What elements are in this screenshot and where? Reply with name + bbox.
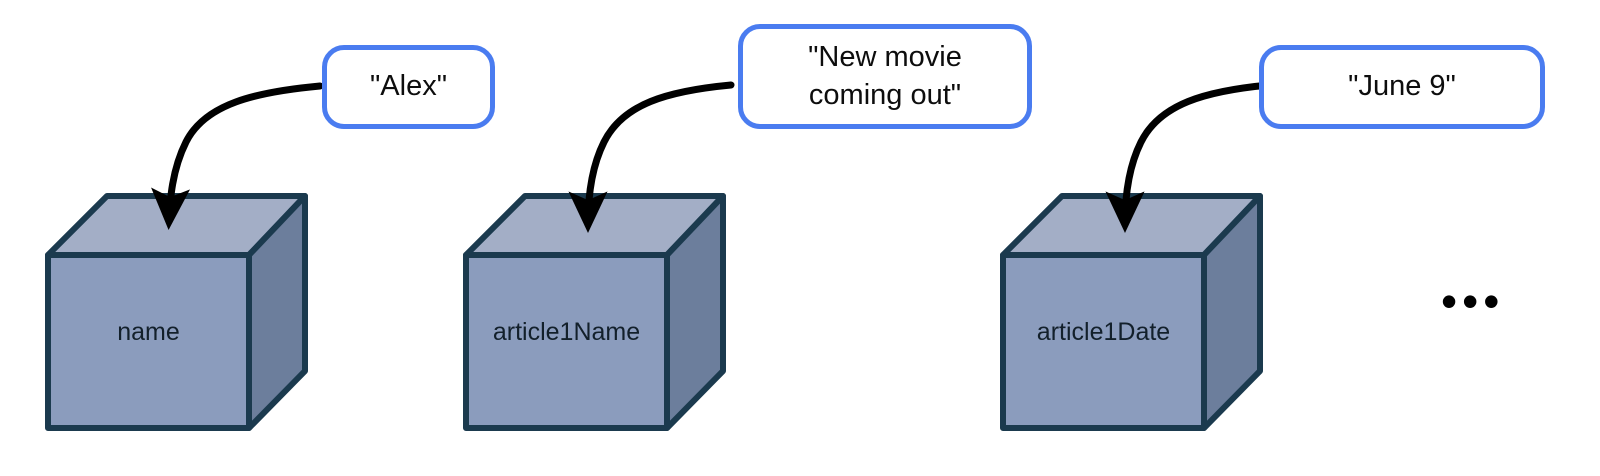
callout-bubble-june-9[interactable]: "June 9": [1259, 45, 1545, 129]
cube-front-face: [45, 252, 252, 431]
callout-bubble-text: "New movie coming out": [808, 41, 962, 111]
callout-bubble-alex[interactable]: "Alex": [322, 45, 495, 129]
continuation-ellipsis: •••: [1441, 275, 1505, 327]
callout-bubble-text: "Alex": [369, 70, 447, 103]
callout-arrow-name: [151, 82, 324, 231]
cube-front-face: [463, 252, 670, 431]
callout-arrow-article1name: [568, 81, 735, 234]
cube-article1date: [1000, 193, 1263, 431]
cube-name: [45, 193, 308, 431]
callout-arrow-article1date: [1105, 81, 1273, 234]
cube-front-face: [1000, 252, 1207, 431]
callout-bubble-new-movie[interactable]: "New movie coming out": [738, 24, 1032, 129]
cube-article1name: [463, 193, 726, 431]
callout-bubble-text: "June 9": [1348, 70, 1456, 103]
